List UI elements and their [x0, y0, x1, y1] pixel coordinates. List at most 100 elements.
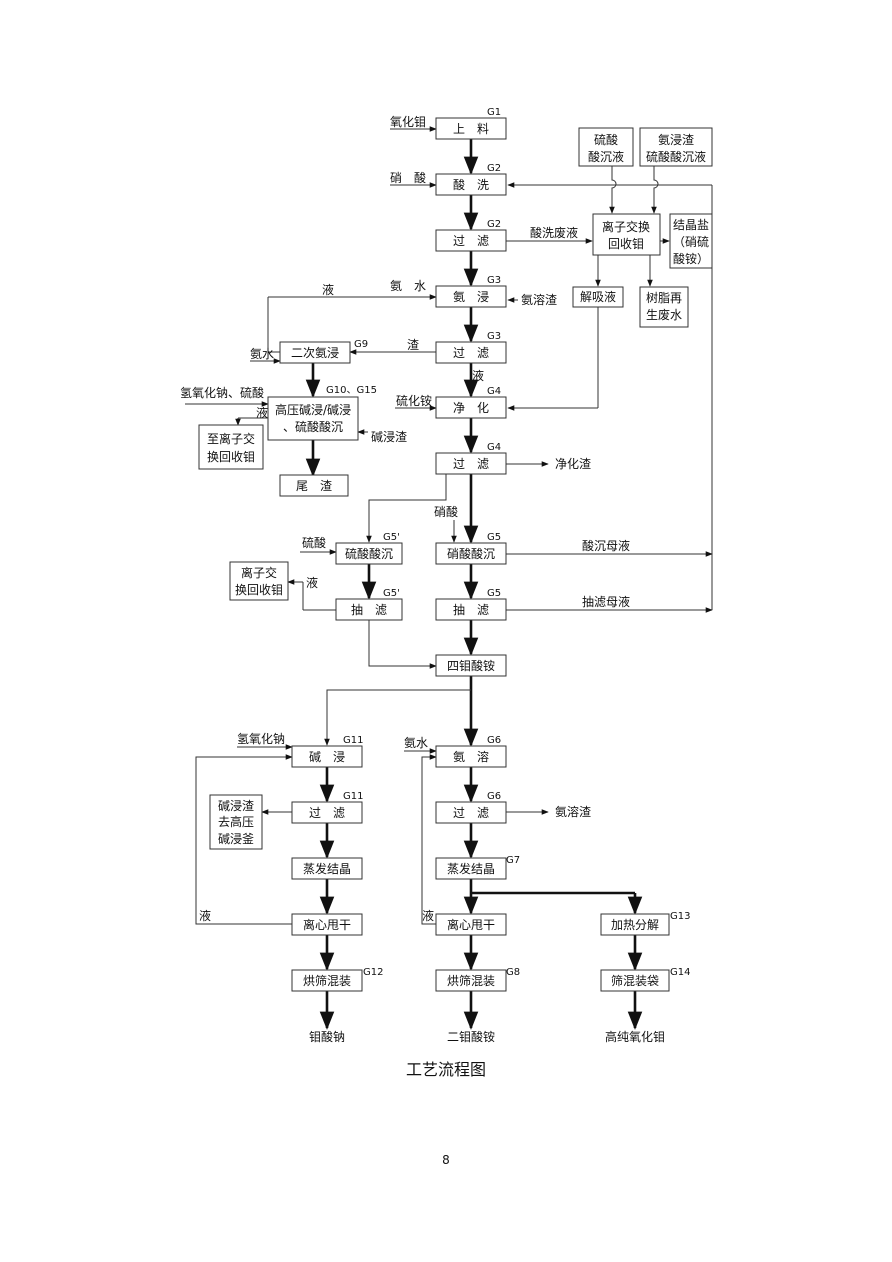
label-jinghua: 净 化 — [453, 401, 489, 415]
label-shangliao: 上 料 — [453, 122, 489, 136]
box-guolv-g11 — [291, 801, 363, 824]
label-zhi-lizi-2: 换回收钼 — [207, 450, 255, 464]
label-jianjinzha-1: 碱浸渣 — [218, 799, 254, 813]
box-guolv-g4 — [435, 452, 507, 475]
box-jianjin — [291, 745, 363, 768]
output-anrongzha: 氨溶渣 — [555, 804, 591, 819]
output-suanxi-feiye: 酸洗废液 — [530, 225, 578, 240]
box-lixin-shuaigan-2 — [435, 913, 507, 936]
tag-shangliao: G1 — [487, 107, 501, 118]
box-ercianjin — [279, 341, 351, 364]
box-liusuan-suanchen — [335, 542, 403, 565]
label-lizihuishou-2: 回收钼 — [608, 237, 644, 251]
tag-jiare: G13 — [670, 911, 690, 922]
label-ye-mid: 液 — [472, 368, 484, 383]
label-jianjinzha-3: 碱浸釜 — [218, 831, 254, 846]
label-choulv-g5: 抽 滤 — [453, 603, 489, 617]
label-weizha: 尾 渣 — [296, 479, 332, 493]
output-jinghuazha: 净化渣 — [555, 457, 591, 471]
input-anshui: 氨 水 — [390, 279, 426, 293]
tag-jinghua: G4 — [487, 386, 501, 397]
box-zhengfa-jiejing-1 — [291, 857, 363, 880]
label-jiejingyan-1: 结晶盐 — [673, 218, 709, 232]
label-choulv-g5p: 抽 滤 — [351, 603, 387, 617]
tag-xiaosuan-suanchen: G5 — [487, 532, 501, 543]
label-lizi2-1: 离子交 — [241, 565, 277, 580]
tag-choulv-g5: G5 — [487, 588, 501, 599]
input-liusuan: 硫酸 — [302, 535, 326, 550]
label-guolv-g3: 过 滤 — [453, 346, 489, 360]
label-hongshai-1: 烘筛混装 — [303, 973, 351, 988]
label-lizi2-2: 换回收钼 — [235, 583, 283, 597]
emission-tags: G1 G2 G2 G3 G3 G4 G4 G5 G5 G9 G10、G15 G5… — [326, 107, 690, 978]
tag-jianjin: G11 — [343, 735, 363, 746]
label-anjin: 氨 浸 — [453, 290, 489, 304]
input-jianjinzha: 碱浸渣 — [371, 430, 407, 444]
label-gaoya-2: 、硫酸酸沉 — [283, 419, 343, 434]
product-mosuanna: 钼酸钠 — [309, 1029, 345, 1044]
box-zhengfa-jiejing-2 — [435, 857, 507, 880]
input-xiaosuan: 硝 酸 — [390, 170, 426, 185]
box-guolv-g2 — [435, 229, 507, 252]
box-simusuanan — [435, 654, 507, 677]
tag-liusuan-suanchen: G5' — [383, 532, 400, 543]
product-gaochun-yanghuamu: 高纯氧化钼 — [605, 1029, 665, 1044]
connector-lines — [185, 126, 713, 925]
tag-zhengfa-2: G7 — [506, 855, 520, 866]
page-number: 8 — [442, 1153, 450, 1167]
tag-guolv-g3: G3 — [487, 331, 501, 342]
box-guolv-g3 — [435, 341, 507, 364]
label-guolv-g4: 过 滤 — [453, 457, 489, 471]
label-gaoya-1: 高压碱浸/碱浸 — [275, 402, 351, 417]
tag-guolv-g2: G2 — [487, 219, 501, 230]
tag-hongshai-1: G12 — [363, 967, 383, 978]
figure-caption: 工艺流程图 — [405, 1060, 486, 1079]
label-jiexiye: 解吸液 — [580, 289, 616, 304]
box-choulv-g5 — [435, 598, 507, 621]
input-qingyang-liusuan: 氢氧化钠、硫酸 — [180, 385, 264, 400]
tag-guolv-g6: G6 — [487, 791, 501, 802]
input-anrongzha: 氨溶渣 — [521, 292, 557, 307]
tag-hongshai-2: G8 — [506, 967, 520, 978]
label-lizihuishou-1: 离子交换 — [602, 219, 650, 234]
box-shangliao — [435, 117, 507, 140]
label-simusuanan: 四钼酸铵 — [447, 658, 495, 673]
box-anrong — [435, 745, 507, 768]
label-lixin-1: 离心甩干 — [303, 917, 351, 932]
box-hongshai-hunzhuang-2 — [435, 969, 507, 992]
label-shaihun-zhuangdai: 筛混装袋 — [611, 973, 659, 988]
input-yanghuamu: 氧化钼 — [390, 115, 426, 129]
label-zhengfa-2: 蒸发结晶 — [447, 861, 495, 876]
box-labels: 上 料 酸 洗 过 滤 氨 浸 过 滤 净 化 过 滤 硝酸酸沉 抽 滤 四钼酸… — [207, 122, 709, 988]
label-ercianjin: 二次氨浸 — [291, 346, 339, 360]
tag-shaihun: G14 — [670, 967, 690, 978]
box-jinghua — [435, 396, 507, 419]
label-ye-lizi: 液 — [306, 575, 318, 590]
box-xiaosuan-suanchen — [435, 542, 507, 565]
tag-guolv-g4: G4 — [487, 442, 501, 453]
product-ermusuanan: 二钼酸铵 — [447, 1029, 495, 1044]
box-zhi-lizijiaohuan — [198, 424, 264, 470]
box-liusuan-suanchenye — [578, 127, 634, 167]
label-anjinzha-2: 硫酸酸沉液 — [646, 149, 706, 164]
tag-choulv-g5p: G5' — [383, 588, 400, 599]
input-qingyanghuana: 氢氧化钠 — [237, 731, 285, 746]
label-ye-mid2: 液 — [422, 908, 434, 923]
box-shaihun-zhuangdai — [600, 969, 670, 992]
stream-labels: 氧化钼 硝 酸 酸洗废液 氨 水 液 氨溶渣 渣 液 氨水 氢氧化钠、硫酸 液 … — [180, 115, 665, 1044]
box-suanxi — [435, 173, 507, 196]
tag-anjin: G3 — [487, 275, 501, 286]
label-jiare-fenjie: 加热分解 — [611, 918, 659, 932]
label-anjinzha-1: 氨浸渣 — [658, 133, 694, 147]
box-lizijiaohuan-huishou — [592, 213, 661, 256]
box-lixin-shuaigan-1 — [291, 913, 363, 936]
label-guolv-g11: 过 滤 — [309, 806, 345, 820]
input-anshui-2: 氨水 — [250, 347, 274, 361]
label-hongshai-2: 烘筛混装 — [447, 973, 495, 988]
box-shuzhi-zaisheng — [639, 286, 689, 328]
label-shuzhi-2: 生废水 — [646, 307, 682, 322]
output-choulv-muye: 抽滤母液 — [582, 594, 630, 609]
label-jiejingyan-2: （硝硫 — [673, 234, 709, 249]
label-zha: 渣 — [407, 338, 419, 352]
label-jianjin: 碱 浸 — [309, 750, 345, 764]
